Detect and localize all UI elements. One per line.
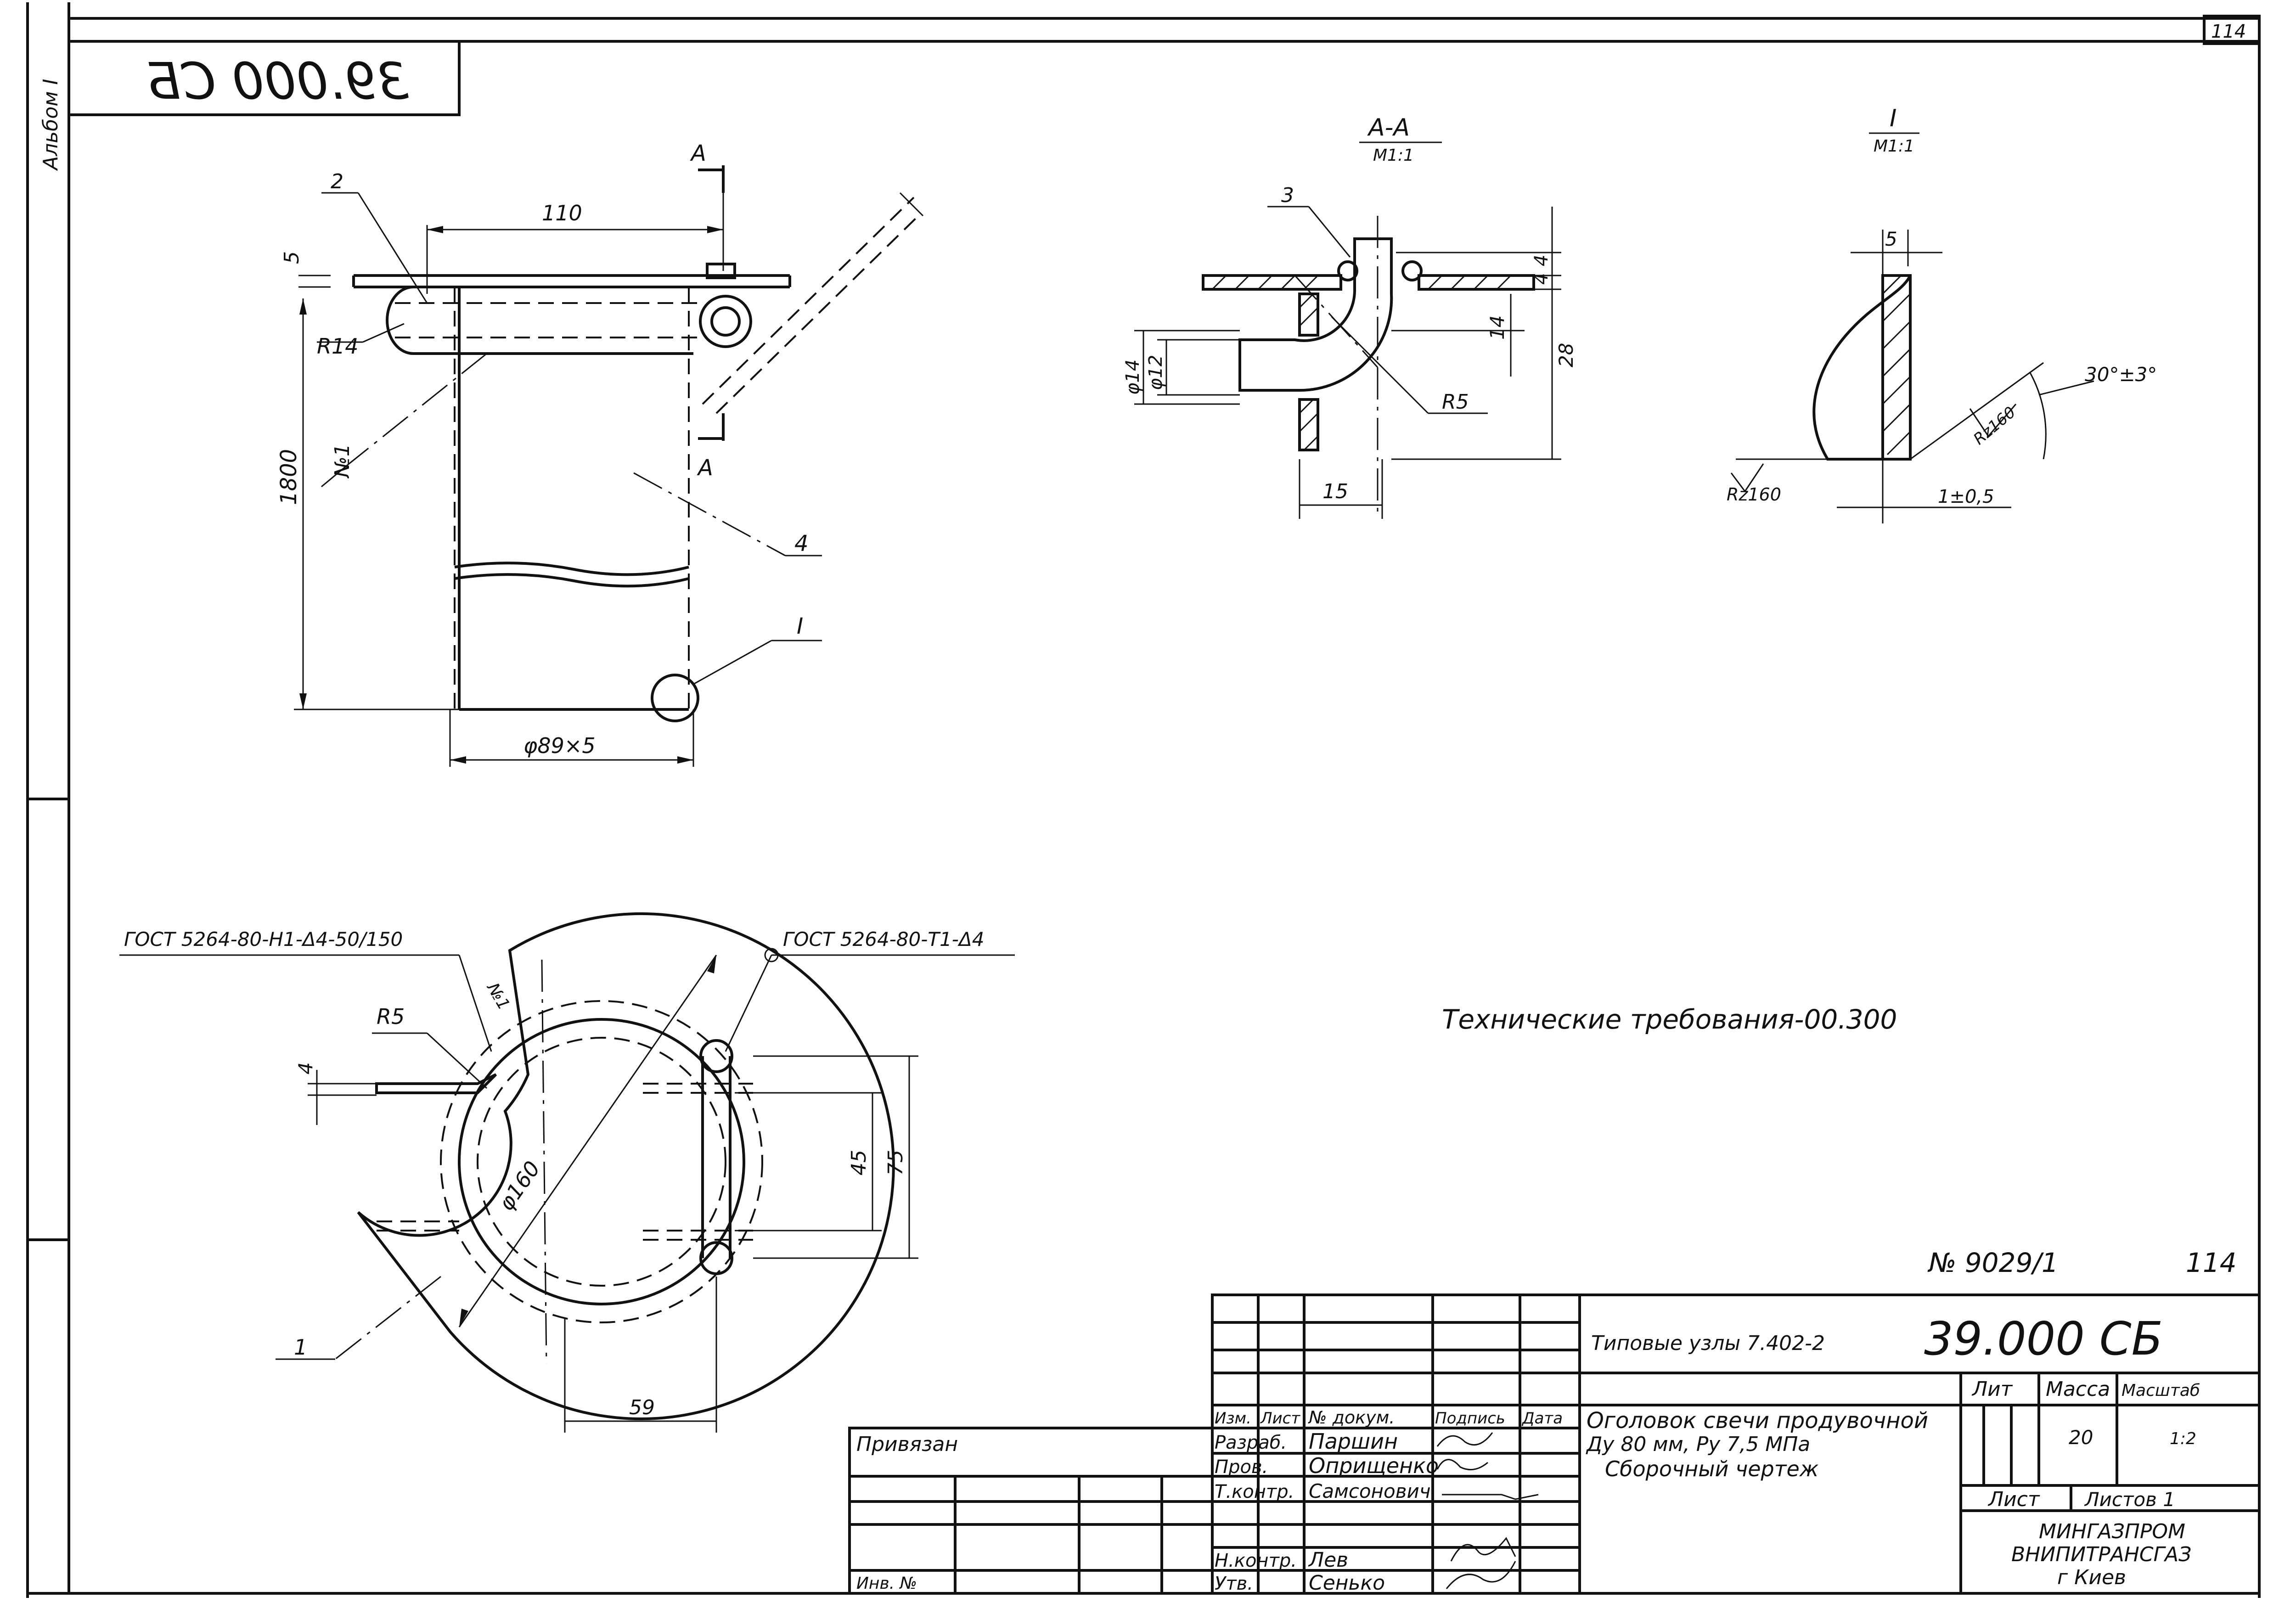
plan-dim-75: 75 bbox=[884, 1150, 907, 1175]
signature-4 bbox=[1450, 1537, 1516, 1562]
signature-3 bbox=[1442, 1494, 1539, 1500]
weld-label: №1 bbox=[331, 444, 354, 479]
dim-1800: 1800 bbox=[276, 449, 302, 505]
weld-note-right: ГОСТ 5264-80-Т1-Δ4 bbox=[783, 928, 984, 950]
name-prov: Оприщенко bbox=[1309, 1453, 1439, 1478]
role-utv: Утв. bbox=[1215, 1573, 1253, 1594]
name-tkontr: Самсонович bbox=[1309, 1480, 1431, 1502]
sheet-frame: 114 Альбом I 39.000 СБ bbox=[26, 2, 2261, 1598]
detail-gap: 1±0,5 bbox=[1938, 486, 1994, 507]
mass-label: Масса bbox=[2046, 1378, 2110, 1401]
plan-dim-45: 45 bbox=[847, 1150, 871, 1175]
dim-15: 15 bbox=[1322, 480, 1348, 503]
dim-4: 4 bbox=[1531, 273, 1552, 285]
sheets-label: Листов 1 bbox=[2084, 1488, 2175, 1511]
sheet-label: Лист bbox=[1987, 1488, 2040, 1511]
role-tkontr: Т.контр. bbox=[1215, 1481, 1294, 1502]
plan-dim-4: 4 bbox=[294, 1062, 317, 1074]
dim-phi12: φ12 bbox=[1145, 355, 1166, 390]
name-utv: Сенько bbox=[1309, 1571, 1385, 1595]
section-aa: А-А М1:1 3 bbox=[1122, 114, 1577, 519]
signature-1 bbox=[1436, 1432, 1493, 1447]
scale-value: 1:2 bbox=[2170, 1429, 2196, 1448]
detail-i-scale: М1:1 bbox=[1874, 137, 1914, 156]
dim-phi89: φ89×5 bbox=[523, 733, 596, 758]
section-mark-top: А bbox=[690, 141, 706, 166]
name-nkontr: Лев bbox=[1308, 1548, 1348, 1572]
dim-phi14: φ14 bbox=[1122, 360, 1143, 395]
role-nkontr: Н.контр. bbox=[1215, 1550, 1297, 1571]
col-list: Лист bbox=[1260, 1409, 1300, 1428]
privyazan: Привязан bbox=[856, 1433, 958, 1456]
dim-110: 110 bbox=[542, 201, 582, 225]
org-line3: г Киев bbox=[2057, 1566, 2126, 1589]
org-line2: ВНИПИТРАНСГАЗ bbox=[2011, 1543, 2191, 1566]
dim-4b: 4 bbox=[1531, 255, 1552, 266]
plan-r5: R5 bbox=[377, 1004, 405, 1029]
title-block: Привязан Инв. № Изм. Лист № докум. Подпи… bbox=[848, 1293, 2261, 1595]
dim-14: 14 bbox=[1486, 315, 1508, 340]
lit-label: Лит bbox=[1971, 1378, 2013, 1401]
mass-value: 20 bbox=[2069, 1426, 2093, 1449]
detail-dim-5: 5 bbox=[1885, 228, 1897, 250]
name-line2: Ду 80 мм, Ру 7,5 МПа bbox=[1586, 1433, 1810, 1456]
detail-i: I М1:1 5 30°±3° Rz160 Rz160 1±0,5 bbox=[1727, 105, 2157, 523]
dim-r14: R14 bbox=[317, 334, 359, 359]
inv-no: Инв. № bbox=[856, 1574, 917, 1593]
plan-weld-tag: №1 bbox=[483, 979, 513, 1013]
album-label: Альбом I bbox=[39, 79, 62, 171]
rotated-code: 39.000 СБ bbox=[146, 52, 409, 111]
main-view: 110 А А 5 R14 1800 φ89×5 №1 bbox=[276, 141, 924, 767]
signature-2 bbox=[1436, 1459, 1488, 1471]
role-razrab: Разраб. bbox=[1215, 1432, 1287, 1453]
detail-i-title: I bbox=[1890, 105, 1896, 132]
handwritten-sheet: 114 bbox=[2186, 1247, 2237, 1278]
series: Типовые узлы 7.402-2 bbox=[1591, 1332, 1825, 1355]
section-aa-scale: М1:1 bbox=[1373, 146, 1414, 165]
plan-callout-1: 1 bbox=[294, 1335, 307, 1360]
col-sign: Подпись bbox=[1435, 1409, 1505, 1428]
section-aa-title: А-А bbox=[1367, 114, 1410, 141]
signature-5 bbox=[1446, 1561, 1516, 1589]
rough-2: Rz160 bbox=[1727, 484, 1781, 505]
plan-dim-59: 59 bbox=[629, 1396, 655, 1419]
col-date: Дата bbox=[1521, 1409, 1563, 1428]
archive-number: № 9029/1 bbox=[1927, 1247, 2059, 1278]
sheet-number: 114 bbox=[2211, 21, 2246, 42]
name-line1: Оголовок свечи продувочной bbox=[1587, 1408, 1928, 1434]
tech-requirements: Технические требования-00.300 bbox=[1442, 1004, 1897, 1035]
name-line3: Сборочный чертеж bbox=[1605, 1457, 1819, 1481]
col-izm: Изм. bbox=[1215, 1409, 1251, 1428]
callout-I: I bbox=[797, 613, 803, 639]
code: 39.000 СБ bbox=[1924, 1312, 2163, 1366]
scale-label: Масштаб bbox=[2122, 1381, 2200, 1400]
role-prov: Пров. bbox=[1215, 1457, 1268, 1478]
name-razrab: Паршин bbox=[1309, 1429, 1398, 1454]
callout-3: 3 bbox=[1281, 184, 1294, 207]
org-line1: МИНГАЗПРОМ bbox=[2039, 1520, 2185, 1543]
callout-2: 2 bbox=[331, 170, 343, 193]
detail-angle: 30°±3° bbox=[2085, 363, 2157, 386]
callout-4: 4 bbox=[794, 531, 809, 557]
dim-5: 5 bbox=[280, 251, 304, 264]
dim-r5-aa: R5 bbox=[1442, 390, 1469, 414]
dim-28: 28 bbox=[1555, 343, 1577, 367]
weld-note-left: ГОСТ 5264-80-Н1-Δ4-50/150 bbox=[124, 928, 403, 950]
col-doc: № докум. bbox=[1308, 1407, 1395, 1428]
plan-view: ГОСТ 5264-80-Н1-Δ4-50/150 ГОСТ 5264-80-Т… bbox=[119, 912, 1015, 1433]
section-mark-bottom: А bbox=[697, 455, 713, 481]
